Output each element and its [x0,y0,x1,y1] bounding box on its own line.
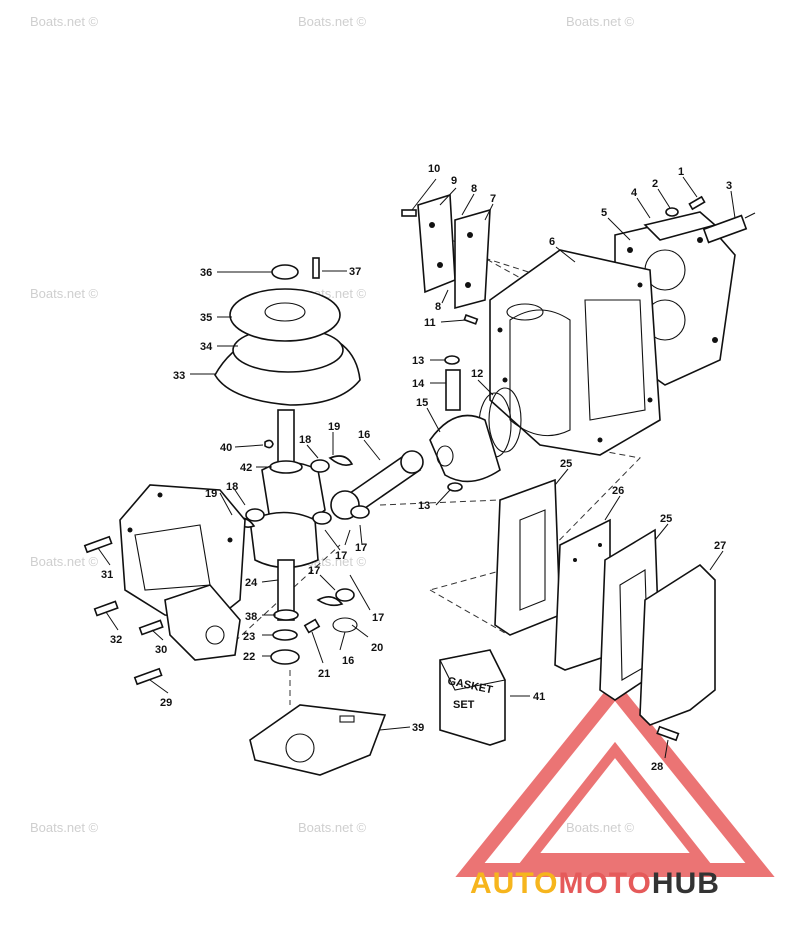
part-label: 33 [173,370,185,382]
bolt-icon [83,535,164,686]
crankshaft-icon [249,409,326,621]
piston-pin-icon [445,369,461,411]
part-label: 20 [371,642,383,654]
part-label: 34 [200,341,213,353]
circlip-icon [332,617,358,633]
part-label: 35 [200,312,212,324]
part-label: 7 [490,193,496,205]
part-label: 8 [471,183,477,195]
part-label: 22 [243,651,255,663]
gasket-box-label: SET [453,699,475,711]
logo-triangle-icon [455,678,775,877]
part-label: 38 [245,611,257,623]
part-label: 13 [412,355,424,367]
bolt-icon [656,725,680,742]
watermark: Boats.net © [566,14,635,29]
key-icon [264,439,274,449]
part-label: 14 [412,378,425,390]
watermark: Boats.net © [30,820,99,835]
part-label: 16 [342,655,354,667]
watermark: Boats.net © [30,554,99,569]
part-label: 30 [155,644,167,656]
part-label: 25 [560,458,572,470]
part-label: 1 [678,166,684,178]
part-label: 36 [200,267,212,279]
part-label: 32 [110,634,122,646]
cover-plate [639,563,716,726]
spark-plug-icon [702,212,756,244]
screw-icon [312,257,320,279]
part-label: 27 [714,540,726,552]
bracket-plate [417,193,456,294]
part-label: 29 [160,697,172,709]
part-label: 8 [435,301,441,313]
brand-logo: AUTOMOTOHUB [470,867,720,900]
bracket-plate [454,208,491,310]
flywheel-icon [229,288,341,342]
part-label: 5 [601,207,607,219]
watermark: Boats.net © [566,820,635,835]
watermark: Boats.net © [298,820,367,835]
crankcase [119,484,246,661]
part-label: 25 [660,513,672,525]
part-label: 19 [205,488,217,500]
part-label: 17 [308,565,320,577]
part-label: 39 [412,722,424,734]
part-label: 17 [335,550,347,562]
part-label: 9 [451,175,457,187]
part-label: 18 [226,481,238,493]
part-label: 18 [299,434,311,446]
part-label: 12 [471,368,483,380]
watermark: Boats.net © [30,286,99,301]
part-label: 6 [549,236,555,248]
part-label: 11 [424,317,436,329]
cylinder-block [489,249,661,456]
part-label: 10 [428,163,440,175]
part-label: 17 [372,612,384,624]
part-label: 37 [349,266,361,278]
seal-icon [269,460,303,665]
part-label: 13 [418,500,430,512]
washer-icon [665,207,679,217]
watermark: Boats.net © [298,14,367,29]
part-label: 31 [101,569,113,581]
piston-icon [429,414,501,483]
part-label: 3 [726,180,732,192]
part-label: 2 [652,178,658,190]
bearing-icon [245,459,370,602]
part-label: 28 [651,761,663,773]
part-label: 26 [612,485,624,497]
part-label: 24 [245,577,258,589]
bolt-icon [688,195,706,211]
logo-text-auto: AUTO [470,867,558,900]
logo-text-hub: HUB [652,867,720,900]
part-label: 16 [358,429,370,441]
part-label: 23 [243,631,255,643]
nut-icon [271,264,299,280]
gasket-set-box: GASKET SET [439,649,506,746]
fitting-icon [303,618,321,634]
part-labels: 1 2 3 4 5 6 7 8 8 9 10 11 12 13 13 14 15… [101,163,732,773]
part-label: 42 [240,462,252,474]
pin-icon [463,314,479,325]
part-label: 21 [318,668,330,680]
part-label: 15 [416,397,428,409]
part-label: 41 [533,691,545,703]
part-label: 4 [631,187,638,199]
leader-lines [97,176,736,759]
gasket-plate [554,518,611,671]
base-gasket [249,704,387,776]
gasket-plate [494,478,561,636]
screw-icon [401,209,417,217]
svg-text:AUTOMOTOHUB: AUTOMOTOHUB [470,867,720,900]
logo-text-moto: MOTO [558,867,651,900]
part-label: 19 [328,421,340,433]
part-label: 17 [355,542,367,554]
part-label: 40 [220,442,232,454]
watermark: Boats.net © [30,14,99,29]
